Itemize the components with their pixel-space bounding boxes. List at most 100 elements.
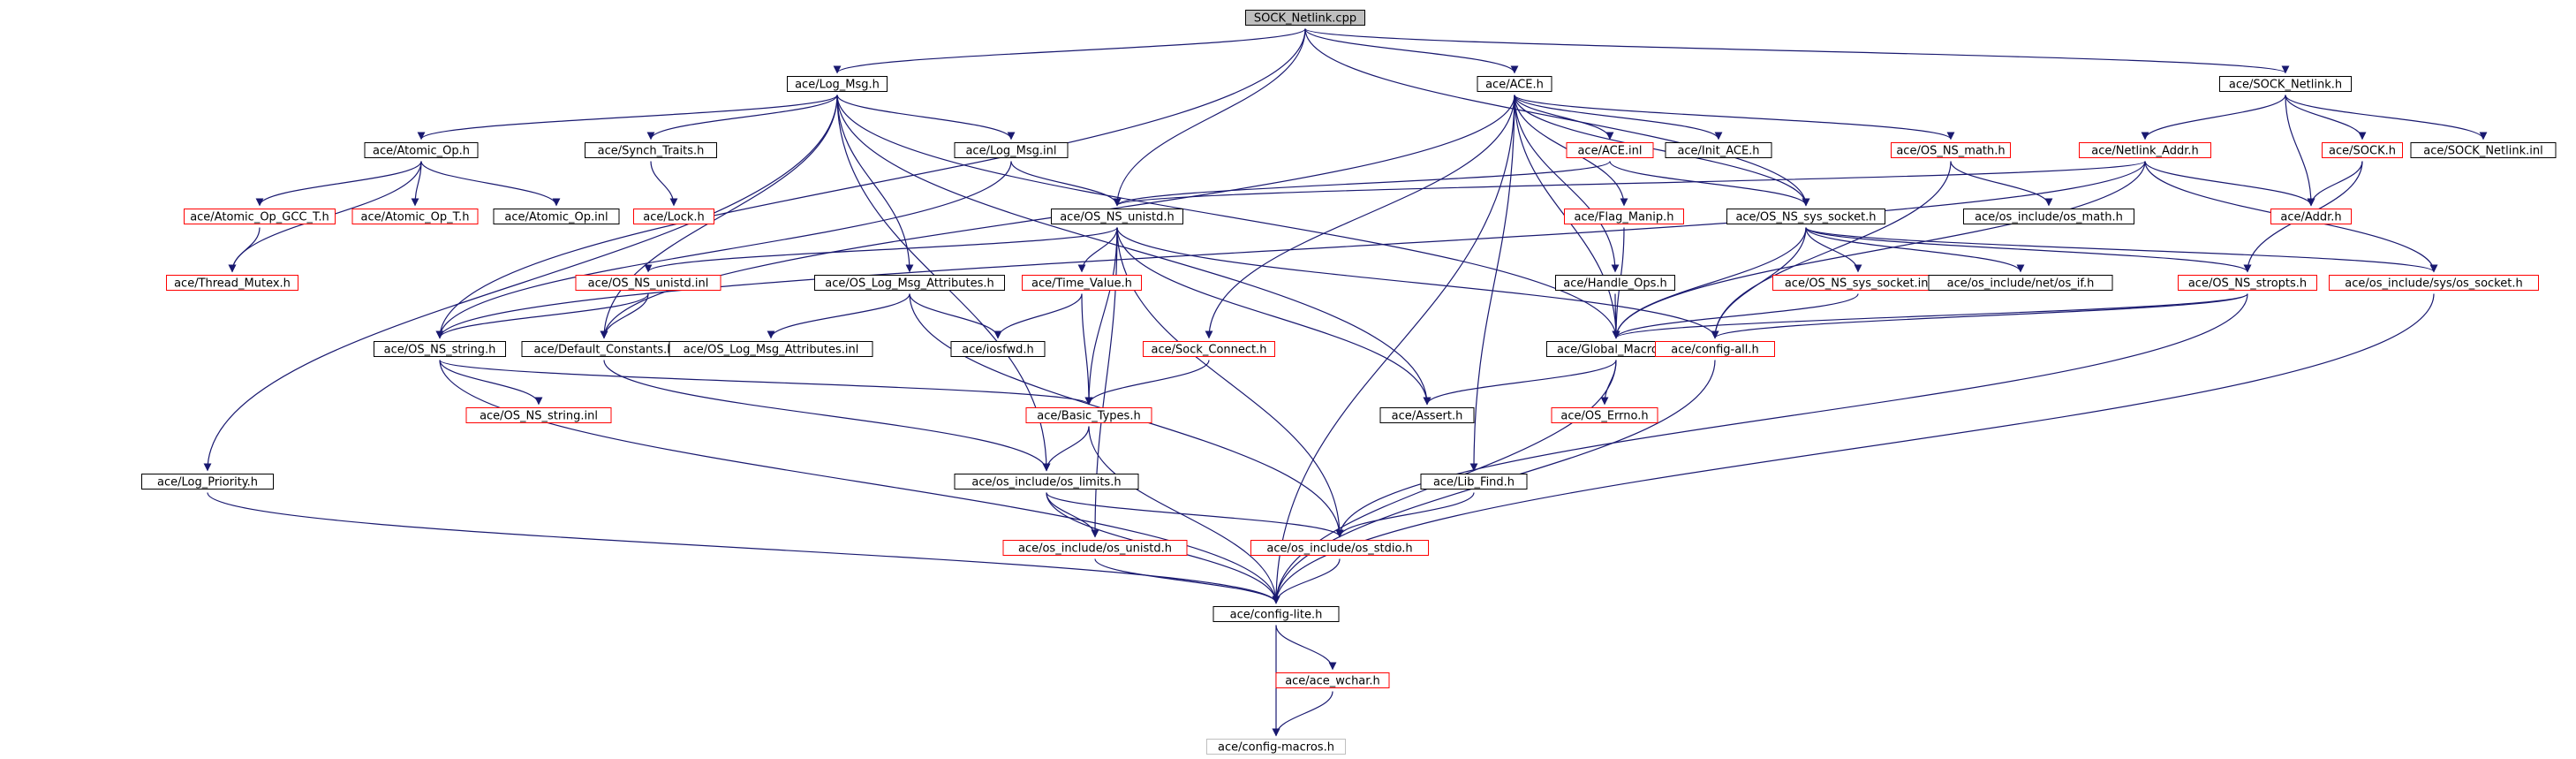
node-os-ns-unistd[interactable]: ace/OS_NS_unistd.h xyxy=(1051,209,1183,224)
node-label: ace/Lib_Find.h xyxy=(1433,476,1515,490)
node-sock-connect[interactable]: ace/Sock_Connect.h xyxy=(1143,341,1275,357)
node-label: ace/OS_NS_unistd.inl xyxy=(588,277,709,291)
node-os-include-math[interactable]: ace/os_include/os_math.h xyxy=(1963,209,2134,224)
edge-root-to-os_ns_string xyxy=(435,28,1306,339)
node-sock-h[interactable]: ace/SOCK.h xyxy=(2322,142,2403,158)
node-init-ace[interactable]: ace/Init_ACE.h xyxy=(1665,142,1772,158)
node-ace[interactable]: ace/ACE.h xyxy=(1477,76,1552,92)
node-logmsg-inl[interactable]: ace/Log_Msg.inl xyxy=(954,142,1069,158)
node-box xyxy=(465,407,612,423)
edge-time_value-to-iosfwd xyxy=(993,293,1083,339)
node-label: ace/Synch_Traits.h xyxy=(598,145,705,158)
edge-os_ns_sys_socket-to-global_macros xyxy=(1612,227,1807,339)
node-basic-types[interactable]: ace/Basic_Types.h xyxy=(1025,407,1152,423)
node-os-ns-stropts[interactable]: ace/OS_NS_stropts.h xyxy=(2178,275,2317,291)
node-os-log-attr[interactable]: ace/OS_Log_Msg_Attributes.h xyxy=(814,275,1005,291)
node-box xyxy=(950,341,1046,357)
node-lock[interactable]: ace/Lock.h xyxy=(633,209,714,224)
edge-ace-to-config_lite xyxy=(1272,95,1515,604)
node-box xyxy=(493,209,620,224)
edge-os_ns_sys_socket-to-config_all xyxy=(1711,227,1807,339)
edge-ace_wchar-to-config_macros xyxy=(1272,691,1333,737)
edge-os_ns_unistd_inl-to-default_constants xyxy=(600,293,649,339)
node-label: ace/SOCK_Netlink.h xyxy=(2229,79,2342,92)
node-socknetlink-h[interactable]: ace/SOCK_Netlink.h xyxy=(2219,76,2352,92)
edge-sys_socket-to-config_lite xyxy=(1272,293,2435,604)
edge-basic_types-to-os_limits xyxy=(1042,426,1090,472)
node-label: ace/Init_ACE.h xyxy=(1677,145,1759,158)
edge-os_ns_unistd-to-time_value xyxy=(1077,227,1118,273)
edge-os_stdio-to-config_lite xyxy=(1272,558,1341,604)
node-iosfwd[interactable]: ace/iosfwd.h xyxy=(950,341,1046,357)
node-box xyxy=(1245,10,1365,26)
node-os-ns-unistd-inl[interactable]: ace/OS_NS_unistd.inl xyxy=(575,275,721,291)
node-label: ace/Atomic_Op.inl xyxy=(504,211,608,224)
node-os-unistd[interactable]: ace/os_include/os_unistd.h xyxy=(1002,540,1188,556)
edge-atomic_op_h-to-atomic_gcc xyxy=(255,161,422,207)
node-config-macros[interactable]: ace/config-macros.h xyxy=(1206,739,1346,755)
edge-logmsg-to-log_priority xyxy=(203,95,838,472)
node-box xyxy=(184,209,336,224)
node-handle-ops[interactable]: ace/Handle_Ops.h xyxy=(1555,275,1675,291)
node-label: ace/OS_NS_sys_socket.inl xyxy=(1785,277,1931,291)
node-box xyxy=(787,76,888,92)
node-label: ace/Global_Macros.h xyxy=(1557,344,1675,357)
node-box xyxy=(1250,540,1429,556)
node-atomic-t[interactable]: ace/Atomic_Op_T.h xyxy=(351,209,479,224)
node-net-if[interactable]: ace/os_include/net/os_if.h xyxy=(1928,275,2113,291)
node-sys-socket[interactable]: ace/os_include/sys/os_socket.h xyxy=(2329,275,2539,291)
node-assert[interactable]: ace/Assert.h xyxy=(1379,407,1475,423)
node-box xyxy=(1275,672,1390,688)
node-socknetlink-inl[interactable]: ace/SOCK_Netlink.inl xyxy=(2410,142,2557,158)
node-os-ns-sys-socket-inl[interactable]: ace/OS_NS_sys_socket.inl xyxy=(1772,275,1944,291)
node-box xyxy=(374,341,506,357)
node-box xyxy=(1551,407,1658,423)
edge-logmsg-to-assert xyxy=(836,95,1432,406)
node-box xyxy=(2079,142,2211,158)
node-atomic-gcc[interactable]: ace/Atomic_Op_GCC_T.h xyxy=(184,209,336,224)
edge-os_log_attr-to-iosfwd xyxy=(909,293,1002,339)
node-ace-inl[interactable]: ace/ACE.inl xyxy=(1566,142,1654,158)
node-os-errno[interactable]: ace/OS_Errno.h xyxy=(1551,407,1658,423)
node-label: ace/Log_Msg.h xyxy=(795,79,880,92)
node-label: ace/os_include/os_unistd.h xyxy=(1018,543,1172,556)
node-box xyxy=(2219,76,2352,92)
node-label: ace/OS_NS_stropts.h xyxy=(2188,277,2307,291)
node-os-ns-math[interactable]: ace/OS_NS_math.h xyxy=(1891,142,2011,158)
node-default-constants[interactable]: ace/Default_Constants.h xyxy=(521,341,687,357)
edge-socknetlink_h-to-addr xyxy=(2285,95,2315,207)
node-os-log-attr-inl[interactable]: ace/OS_Log_Msg_Attributes.inl xyxy=(669,341,873,357)
node-lib-find[interactable]: ace/Lib_Find.h xyxy=(1420,474,1528,490)
node-box xyxy=(1420,474,1528,490)
edge-socknetlink_h-to-sock_h xyxy=(2285,95,2367,140)
node-config-lite[interactable]: ace/config-lite.h xyxy=(1212,606,1340,622)
node-os-ns-string[interactable]: ace/OS_NS_string.h xyxy=(374,341,506,357)
node-netlink-addr[interactable]: ace/Netlink_Addr.h xyxy=(2079,142,2211,158)
node-atomic-inl[interactable]: ace/Atomic_Op.inl xyxy=(493,209,620,224)
node-config-all[interactable]: ace/config-all.h xyxy=(1655,341,1775,357)
node-label: ace/Lock.h xyxy=(643,211,705,224)
node-log-priority[interactable]: ace/Log_Priority.h xyxy=(141,474,274,490)
node-os-limits[interactable]: ace/os_include/os_limits.h xyxy=(954,474,1139,490)
node-flag-manip[interactable]: ace/Flag_Manip.h xyxy=(1564,209,1684,224)
node-label: ace/OS_Errno.h xyxy=(1560,410,1648,423)
node-atomic-op-h[interactable]: ace/Atomic_Op.h xyxy=(364,142,479,158)
node-box xyxy=(2322,142,2403,158)
node-thread-mutex[interactable]: ace/Thread_Mutex.h xyxy=(166,275,298,291)
edge-time_value-to-basic_types xyxy=(1081,293,1093,406)
node-label: ace/ACE.h xyxy=(1485,79,1544,92)
edge-netlink_addr-to-os_ns_string xyxy=(435,161,2146,339)
node-label: ace/Atomic_Op_GCC_T.h xyxy=(190,211,329,224)
node-addr[interactable]: ace/Addr.h xyxy=(2270,209,2352,224)
node-label: ace/Sock_Connect.h xyxy=(1152,344,1267,357)
node-os-stdio[interactable]: ace/os_include/os_stdio.h xyxy=(1250,540,1429,556)
node-os-ns-sys-socket[interactable]: ace/OS_NS_sys_socket.h xyxy=(1726,209,1885,224)
node-label: ace/ace_wchar.h xyxy=(1285,675,1380,688)
node-ace-wchar[interactable]: ace/ace_wchar.h xyxy=(1275,672,1390,688)
node-synch-traits[interactable]: ace/Synch_Traits.h xyxy=(585,142,717,158)
node-box xyxy=(1212,606,1340,622)
node-os-ns-string-inl[interactable]: ace/OS_NS_string.inl xyxy=(465,407,612,423)
node-time-value[interactable]: ace/Time_Value.h xyxy=(1022,275,1142,291)
node-logmsg[interactable]: ace/Log_Msg.h xyxy=(787,76,888,92)
node-box xyxy=(1477,76,1552,92)
